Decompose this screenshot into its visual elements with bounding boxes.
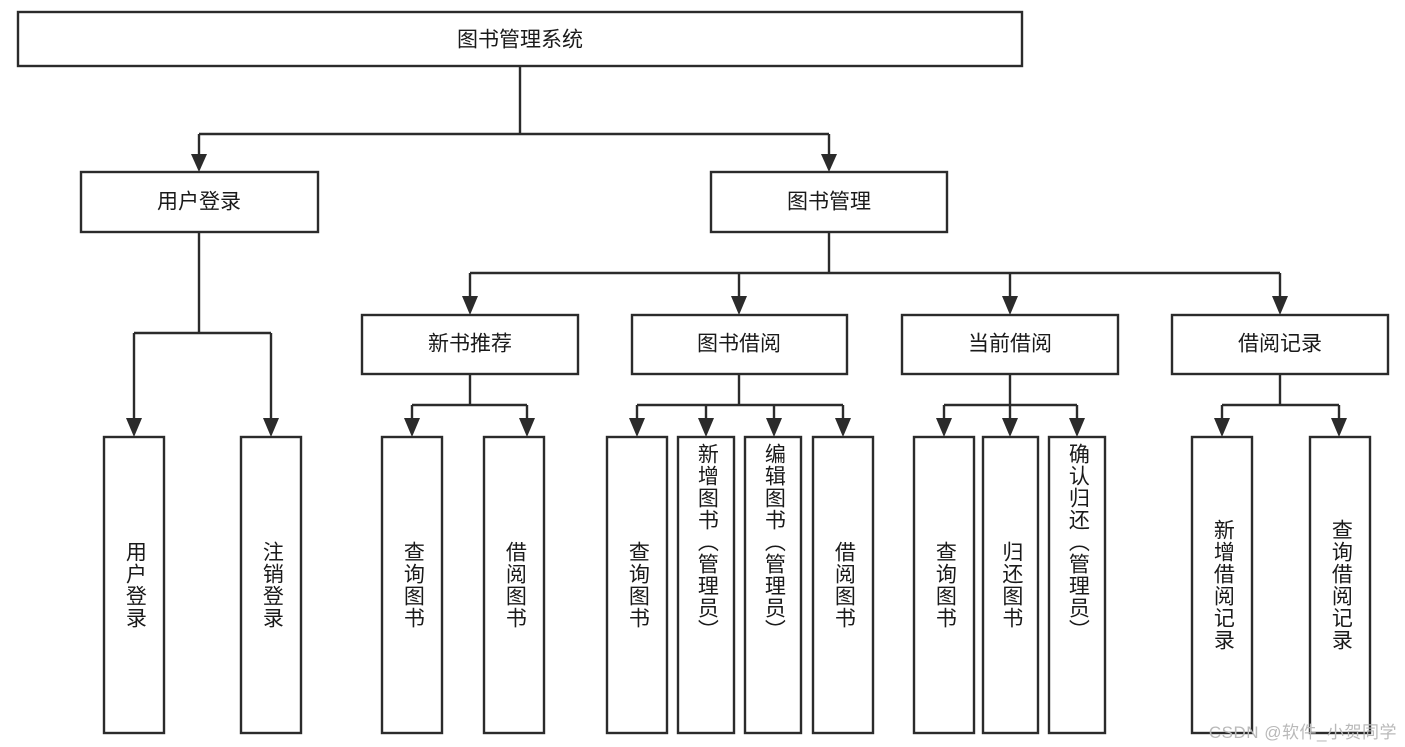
edge-user-login-to-leaves (126, 232, 279, 437)
watermark-text: CSDN @软件_小贺同学 (1208, 723, 1397, 742)
arrow-head-book-manage (821, 154, 837, 172)
node-borrow-record-rect[interactable] (1170, 313, 1390, 376)
arrow-head-br-leaf-1 (1214, 418, 1230, 437)
node-user-login-label: 用户登录 (157, 191, 241, 214)
leaf-cb-confirm-return-rect[interactable] (1047, 435, 1107, 735)
node-borrow-record[interactable]: 借阅记录 (1170, 313, 1390, 376)
edge-new-book-to-leaves (404, 374, 535, 437)
leaf-bb-borrow-book-rect[interactable] (811, 435, 875, 735)
arrow-head-book-borrow (731, 296, 747, 315)
arrow-head-nbr-leaf-2 (519, 418, 535, 437)
node-new-book-recommend-rect[interactable] (360, 313, 580, 376)
node-root-label: 图书管理系统 (457, 29, 583, 52)
node-current-borrow-label: 当前借阅 (968, 333, 1052, 356)
arrow-head-cb-leaf-1 (936, 418, 952, 437)
node-book-borrow-label: 图书借阅 (697, 333, 781, 356)
node-new-book-recommend[interactable]: 新书推荐 (360, 313, 580, 376)
node-book-manage[interactable]: 图书管理 (709, 170, 949, 234)
node-current-borrow[interactable]: 当前借阅 (900, 313, 1120, 376)
leaf-logout-rect[interactable] (239, 435, 303, 735)
edge-root-to-level2 (191, 66, 837, 172)
arrow-head-leaf-user-login (126, 418, 142, 437)
arrow-head-br-leaf-2 (1331, 418, 1347, 437)
edge-borrow-record-to-leaves (1214, 374, 1347, 437)
edge-current-borrow-to-leaves (936, 374, 1085, 437)
leaf-nbr-borrow-book-rect[interactable] (482, 435, 546, 735)
arrow-head-new-book (462, 296, 478, 315)
leaf-bb-query-book-rect[interactable] (605, 435, 669, 735)
leaf-cb-query-book-rect[interactable] (912, 435, 976, 735)
node-current-borrow-rect[interactable] (900, 313, 1120, 376)
leaf-bb-edit-book-rect[interactable] (743, 435, 803, 735)
arrow-head-user-login (191, 154, 207, 172)
arrow-head-bb-leaf-1 (629, 418, 645, 437)
arrow-head-bb-leaf-2 (698, 418, 714, 437)
arrow-head-leaf-logout (263, 418, 279, 437)
leaf-br-query-record-rect[interactable] (1308, 435, 1372, 735)
node-book-manage-rect[interactable] (709, 170, 949, 234)
node-book-borrow-rect[interactable] (630, 313, 849, 376)
arrow-head-cb-leaf-2 (1002, 418, 1018, 437)
arrow-head-nbr-leaf-1 (404, 418, 420, 437)
node-new-book-recommend-label: 新书推荐 (428, 333, 512, 356)
arrow-head-borrow-record (1272, 296, 1288, 315)
leaf-user-login-rect[interactable] (102, 435, 166, 735)
arrow-head-bb-leaf-4 (835, 418, 851, 437)
node-book-borrow[interactable]: 图书借阅 (630, 313, 849, 376)
node-user-login[interactable]: 用户登录 (79, 170, 320, 234)
leaf-bb-add-book-rect[interactable] (676, 435, 736, 735)
leaf-br-add-record-rect[interactable] (1190, 435, 1254, 735)
edge-book-borrow-to-leaves (629, 374, 851, 437)
leaf-cb-return-book-rect[interactable] (981, 435, 1040, 735)
node-root-rect[interactable] (16, 10, 1024, 68)
arrow-head-cb-leaf-3 (1069, 418, 1085, 437)
edge-book-manage-to-level3 (462, 232, 1288, 315)
node-book-manage-label: 图书管理 (787, 191, 871, 214)
node-root[interactable]: 图书管理系统 (16, 10, 1024, 68)
node-borrow-record-label: 借阅记录 (1238, 333, 1322, 356)
leaf-nbr-query-book-rect[interactable] (380, 435, 444, 735)
arrow-head-current-borrow (1002, 296, 1018, 315)
arrow-head-bb-leaf-3 (766, 418, 782, 437)
